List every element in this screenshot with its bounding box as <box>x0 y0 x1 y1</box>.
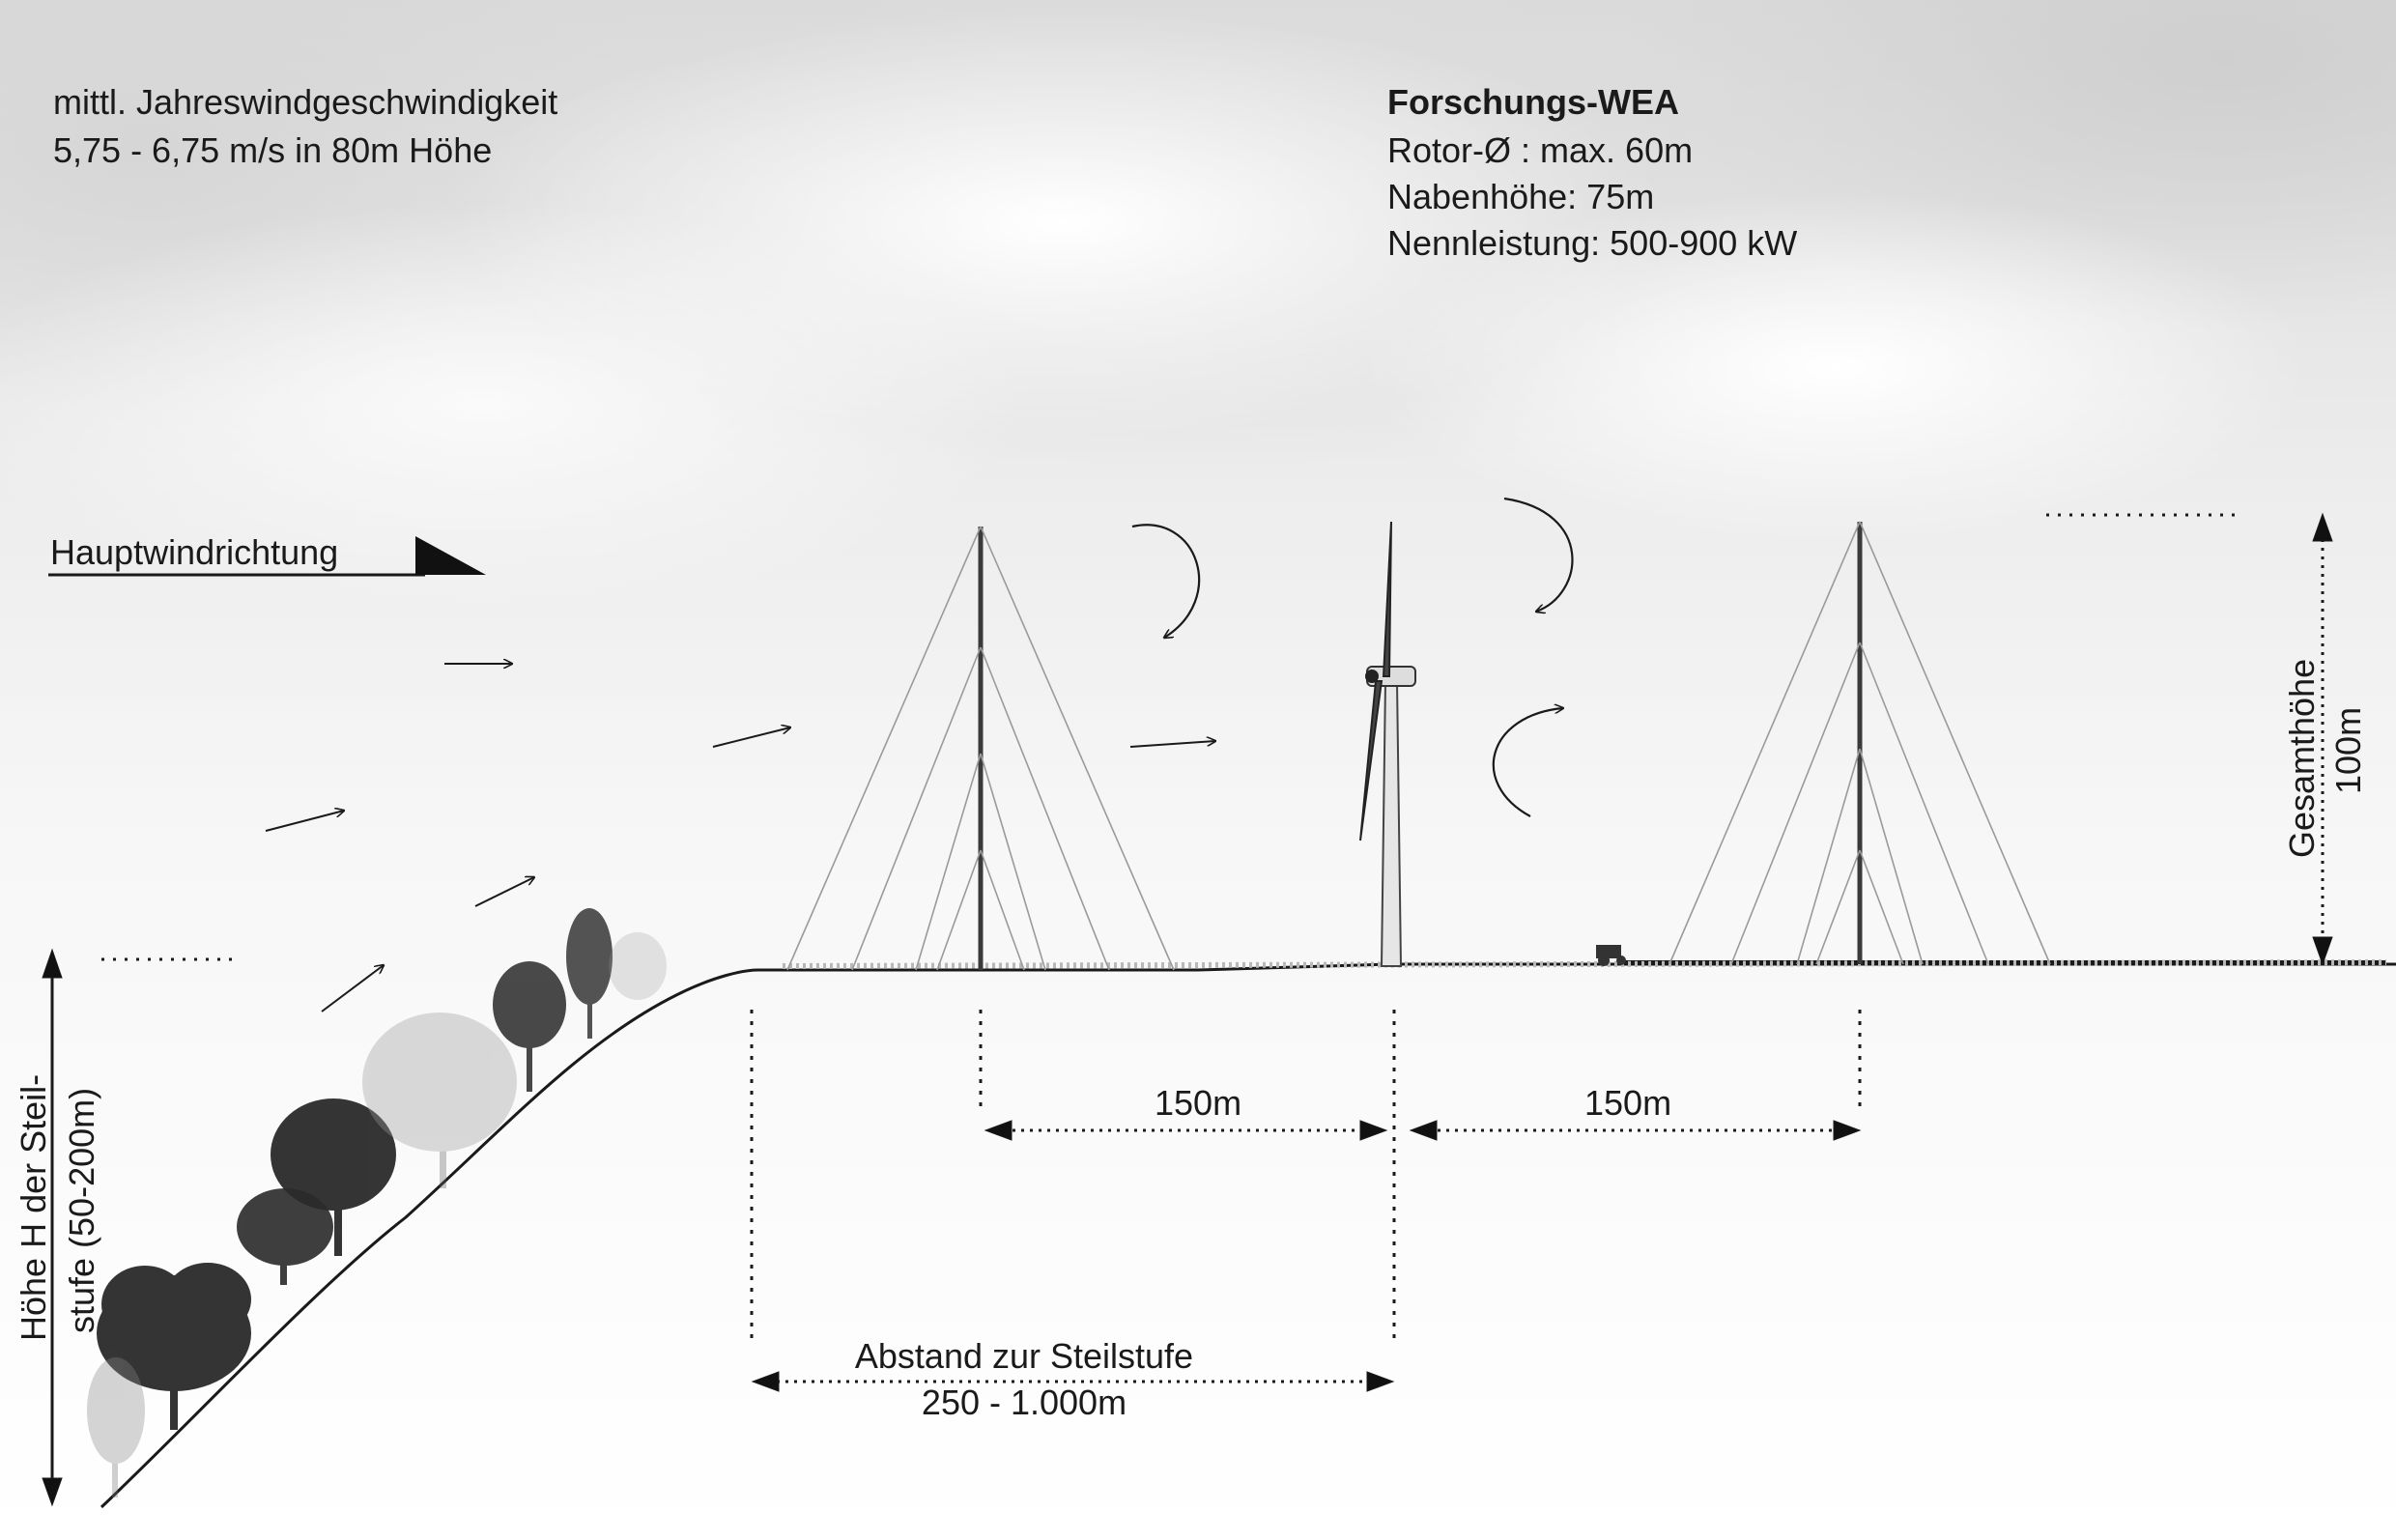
wind-speed-line1: mittl. Jahreswindgeschwindigkeit <box>53 82 558 122</box>
hill-ground-line <box>100 962 2396 1509</box>
escarpment-height-label-line1: Höhe H der Steil- <box>14 1073 53 1341</box>
distance-left-label: 150m <box>1155 1083 1242 1123</box>
ground-plate <box>1623 960 2386 965</box>
curl <box>1131 524 1201 638</box>
turbine-rotor: Rotor-Ø : max. 60m <box>1387 130 1694 170</box>
wind-arrow <box>265 811 344 832</box>
total-height-label-line2: 100m <box>2328 706 2368 794</box>
tree <box>362 1012 517 1188</box>
turbulence-curls <box>1131 497 1574 817</box>
turbine-power: Nennleistung: 500-900 kW <box>1387 223 1798 263</box>
escarpment-height-indicator <box>42 948 240 1507</box>
total-height-label-line1: Gesamthöhe <box>2282 658 2322 858</box>
tree-group <box>87 908 667 1497</box>
tree <box>271 1098 396 1256</box>
distance-right-label: 150m <box>1584 1083 1672 1123</box>
turbine-title: Forschungs-WEA <box>1387 82 1679 122</box>
tree <box>237 1188 333 1285</box>
escarpment-height-label-line2: stufe (50-200m) <box>62 1087 101 1333</box>
met-mast-left <box>786 526 1175 971</box>
distance-escarpment-label-line2: 250 - 1.000m <box>921 1383 1127 1422</box>
main-wind-direction-label: Hauptwindrichtung <box>50 532 339 572</box>
tree <box>493 961 566 1092</box>
wind-arrow <box>1129 741 1215 748</box>
wind-speed-line2: 5,75 - 6,75 m/s in 80m Höhe <box>53 130 493 170</box>
met-mast-right <box>1669 521 2051 965</box>
main-wind-arrow <box>48 536 486 577</box>
turbine-hub: Nabenhöhe: 75m <box>1387 177 1655 216</box>
distance-escarpment-label-line1: Abstand zur Steilstufe <box>854 1336 1194 1376</box>
distance-dimensions <box>750 1010 1862 1392</box>
tractor <box>1596 945 1626 966</box>
total-height-indicator <box>2046 512 2333 966</box>
tree <box>566 908 613 1039</box>
tree <box>87 1357 145 1497</box>
tree <box>609 932 667 1000</box>
wind-arrow <box>321 965 384 1012</box>
curl <box>1503 497 1574 612</box>
wind-turbine <box>1359 521 1416 967</box>
wind-arrow <box>712 727 790 748</box>
tree <box>97 1263 251 1430</box>
wind-arrow <box>474 877 534 907</box>
wind-arrows <box>265 664 1215 1012</box>
curl <box>1492 708 1563 817</box>
